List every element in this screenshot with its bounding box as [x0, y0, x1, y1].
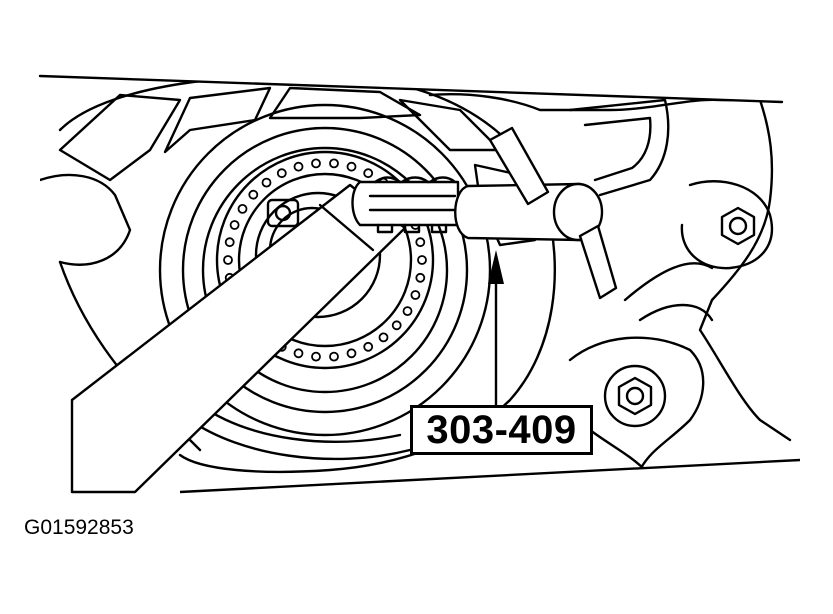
socket-splines: [368, 176, 457, 234]
tool-body: [454, 182, 582, 242]
timing-hole: [311, 351, 321, 362]
flywheel-outer-ring: [158, 103, 492, 437]
tool-t-handle-upper: [488, 126, 550, 206]
block-rib-inner: [583, 116, 652, 182]
timing-hole: [237, 203, 248, 214]
timing-hole: [402, 306, 413, 317]
timing-hole: [261, 177, 272, 188]
lower-bolt-boss: [603, 364, 667, 428]
timing-hole: [329, 158, 339, 169]
housing-outer-rim: [58, 76, 557, 474]
flywheel-hub-ring: [254, 191, 382, 319]
flywheel-lower-arc-2: [198, 403, 402, 443]
flywheel-bolt-circle-outer: [215, 150, 435, 370]
engine-block-outline: [428, 93, 792, 442]
crank-hub-bolt: [266, 198, 300, 228]
housing-spoke-window-3: [268, 86, 422, 120]
timing-hole: [229, 220, 240, 230]
housing-spoke-window-2: [163, 86, 272, 154]
upper-bolt-head: [720, 206, 756, 246]
lower-bolt-head: [617, 376, 653, 416]
frame-bottom-line: [179, 458, 801, 494]
housing-spoke-window-1: [58, 93, 182, 182]
block-web-right: [623, 262, 714, 322]
timing-hole: [346, 348, 357, 359]
tool-number-callout: 303-409: [410, 405, 593, 455]
tool-end-cap: [552, 182, 604, 242]
tool-t-handle-lower: [578, 224, 618, 300]
block-lower-edge: [588, 428, 647, 472]
block-rib-upper: [568, 98, 670, 197]
timing-hole: [311, 158, 321, 169]
socket-body: [351, 180, 460, 227]
timing-hole: [293, 348, 304, 359]
housing-spoke-window-4: [398, 98, 502, 152]
flywheel-lower-arc-1: [188, 418, 412, 461]
figure-id-label: G01592853: [24, 516, 134, 539]
callout-arrow-head: [488, 250, 504, 284]
timing-hole: [410, 290, 421, 300]
timing-hole: [248, 189, 259, 200]
timing-hole: [417, 255, 427, 265]
timing-hole: [363, 168, 374, 179]
breaker-bar-handle: [70, 183, 407, 494]
crank-hub-center: [274, 204, 292, 222]
timing-hole: [378, 332, 389, 343]
upper-bolt-center: [728, 216, 748, 236]
flywheel-ring-2: [181, 126, 469, 414]
timing-hole: [346, 161, 357, 172]
lower-bolt-center: [625, 386, 645, 406]
breaker-bar-edge: [318, 203, 375, 252]
timing-hole: [224, 237, 235, 248]
frame-top-line: [38, 74, 784, 104]
timing-hole: [276, 168, 287, 179]
timing-hole: [223, 255, 233, 265]
timing-hole: [415, 237, 426, 248]
timing-hole: [329, 351, 339, 362]
flywheel-ring-3: [201, 146, 449, 394]
block-lower-lobe: [568, 336, 705, 492]
timing-hole: [293, 161, 304, 172]
timing-hole: [415, 272, 426, 283]
housing-left-web: [40, 173, 132, 266]
timing-hole: [363, 341, 374, 352]
timing-hole: [391, 320, 402, 331]
flywheel-bolt-circle-inner: [237, 172, 413, 348]
block-mount-boss-outline: [680, 180, 773, 270]
